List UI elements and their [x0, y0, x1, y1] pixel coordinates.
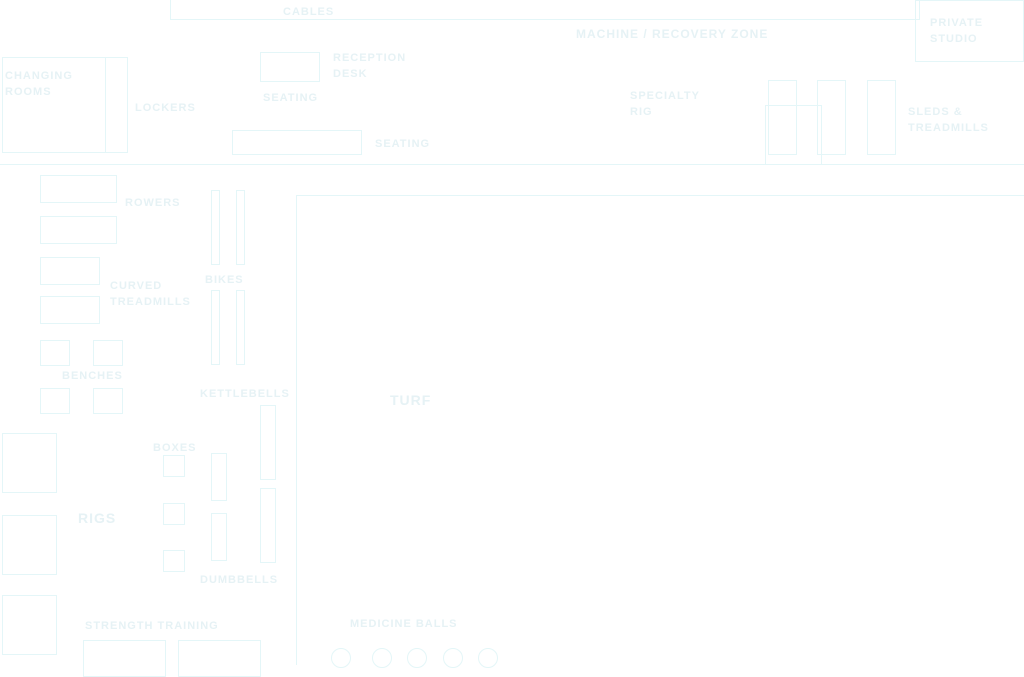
dumbbell-rack	[211, 513, 227, 561]
top-wall	[170, 0, 920, 20]
reception-counter	[232, 130, 362, 155]
label-seating: SEATING	[263, 92, 319, 104]
label-specialty-rig: SPECIALTY RIG	[630, 90, 700, 118]
label-kettlebells: KETTLEBELLS	[200, 388, 290, 400]
label-curved-treadmills: CURVED TREADMILLS	[110, 280, 191, 308]
machine-zone-wall	[0, 60, 1024, 165]
box	[163, 455, 185, 477]
label-machine-zone: MACHINE / RECOVERY ZONE	[576, 27, 769, 41]
bike	[236, 290, 245, 365]
specialty-rig-frame	[765, 105, 822, 165]
medicine-ball-icon	[407, 648, 427, 668]
lockers-unit	[105, 57, 128, 153]
rower	[40, 175, 117, 203]
treadmill	[867, 80, 896, 155]
label-bikes: BIKES	[205, 274, 244, 286]
seating-block	[260, 52, 320, 82]
strength-platform	[178, 640, 261, 677]
curved-treadmill	[40, 296, 100, 324]
label-dumbbells: DUMBBELLS	[200, 574, 279, 586]
bike	[211, 190, 220, 265]
bike	[211, 290, 220, 365]
treadmill	[817, 80, 846, 155]
kettlebell-rack	[260, 405, 276, 480]
box	[163, 503, 185, 525]
label-turf: TURF	[390, 392, 432, 408]
label-rowers: ROWERS	[125, 197, 181, 209]
treadmill	[768, 80, 797, 155]
curved-treadmill	[40, 257, 100, 285]
label-cables: CABLES	[283, 6, 335, 18]
rig	[2, 433, 57, 493]
label-rigs: RIGS	[78, 510, 117, 526]
kettlebell-rack	[260, 488, 276, 563]
label-seating-2: SEATING	[375, 138, 431, 150]
medicine-ball-icon	[331, 648, 351, 668]
label-lockers: LOCKERS	[135, 102, 196, 114]
bench	[40, 340, 70, 366]
turf-area	[296, 195, 1024, 665]
box	[163, 550, 185, 572]
label-reception: RECEPTION DESK	[333, 52, 407, 80]
rig	[2, 515, 57, 575]
label-boxes: BOXES	[153, 442, 197, 454]
medicine-ball-icon	[478, 648, 498, 668]
label-private-studio: PRIVATE STUDIO	[930, 17, 984, 45]
medicine-ball-icon	[372, 648, 392, 668]
label-benches: BENCHES	[62, 370, 123, 382]
label-sleds-treadmills: SLEDS & TREADMILLS	[908, 106, 989, 134]
bench	[40, 388, 70, 414]
medicine-ball-icon	[443, 648, 463, 668]
label-changing-rooms: CHANGING ROOMS	[5, 70, 73, 98]
dumbbell-rack	[211, 453, 227, 501]
strength-platform	[83, 640, 166, 677]
bench	[93, 388, 123, 414]
bike	[236, 190, 245, 265]
rig	[2, 595, 57, 655]
label-medicine-balls: MEDICINE BALLS	[350, 618, 458, 630]
label-strength: STRENGTH TRAINING	[85, 620, 219, 632]
rower	[40, 216, 117, 244]
bench	[93, 340, 123, 366]
